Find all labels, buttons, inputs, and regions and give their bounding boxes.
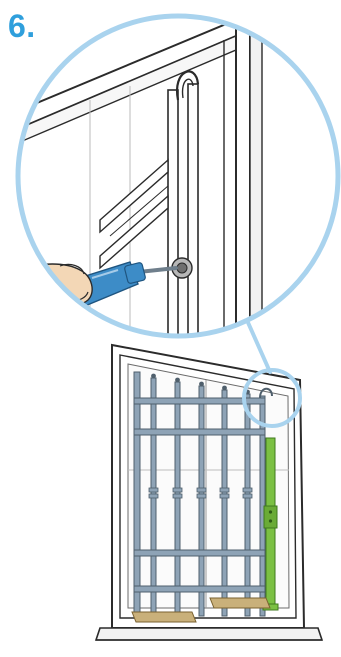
window-illustration	[96, 345, 322, 640]
magnifier-detail	[18, 10, 338, 350]
hand-icon	[20, 264, 92, 306]
